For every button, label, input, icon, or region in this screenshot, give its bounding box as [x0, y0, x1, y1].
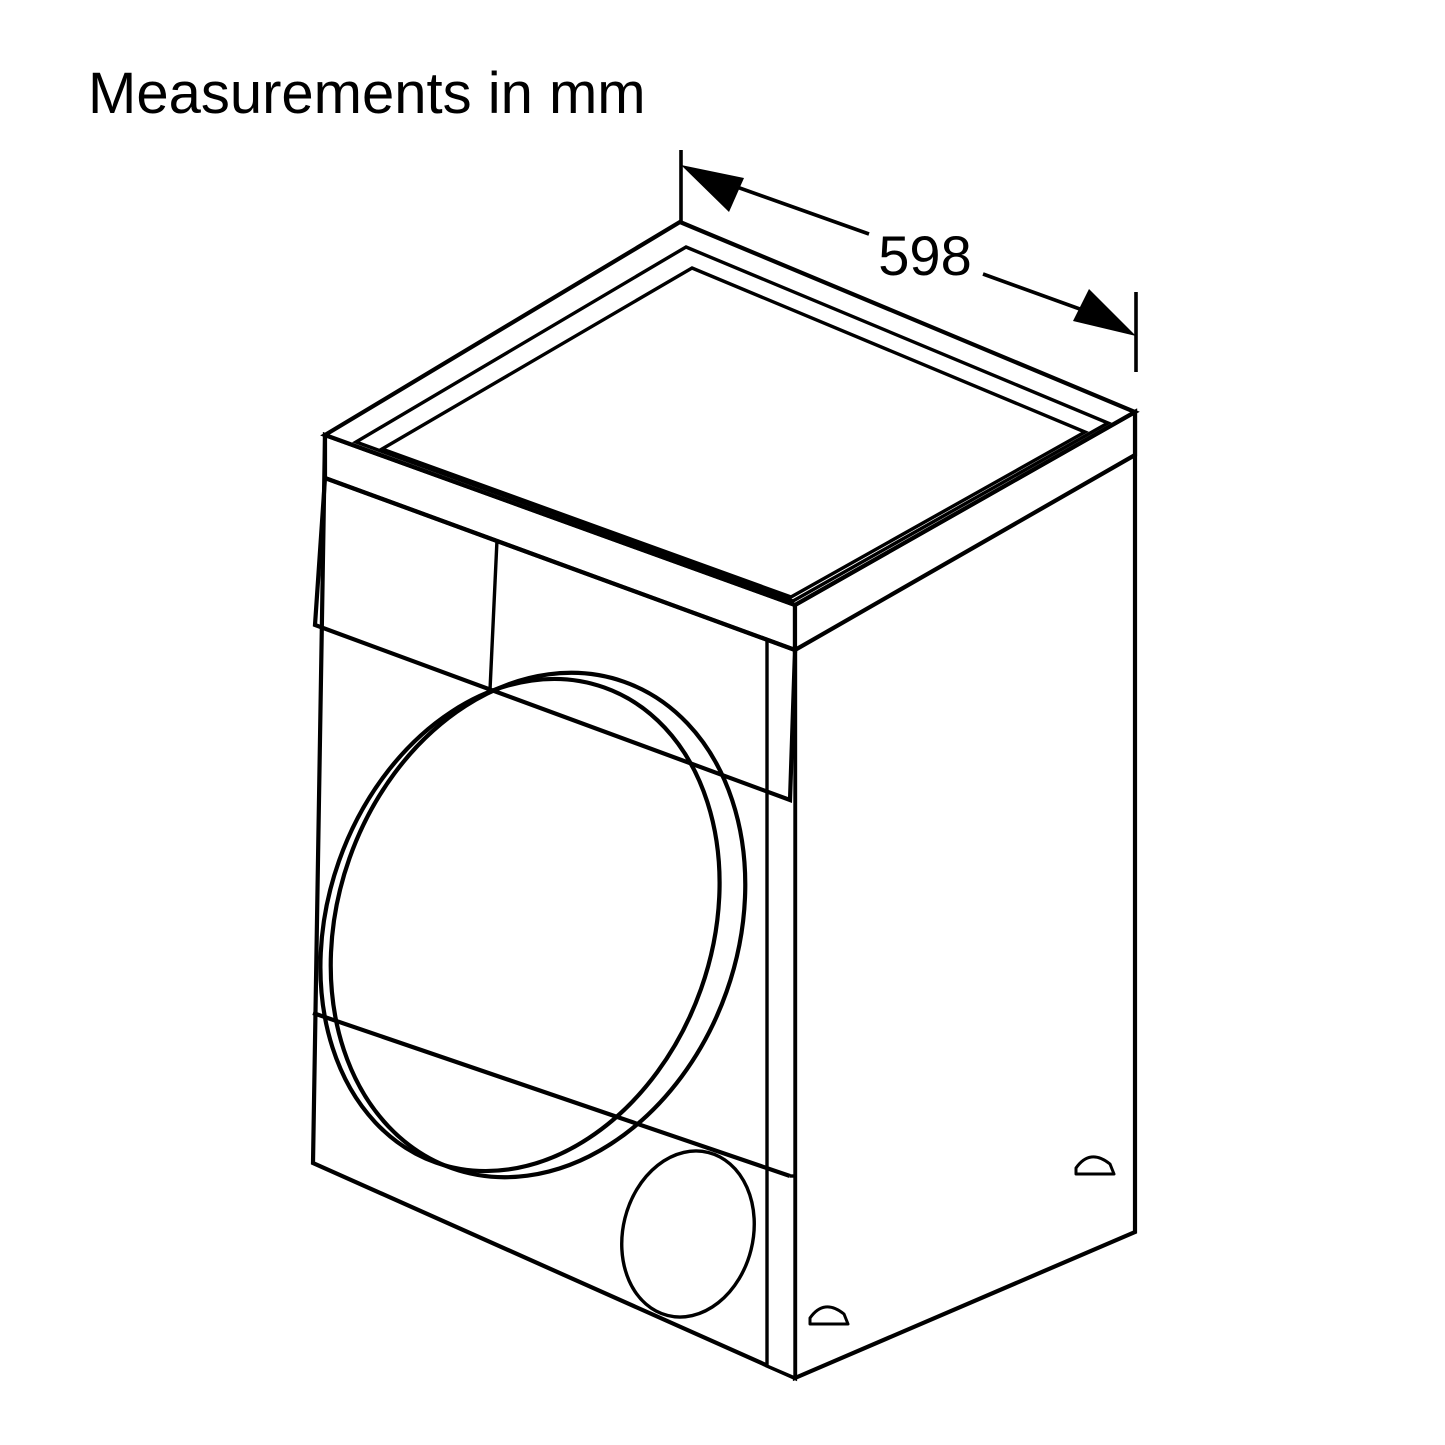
- control-panel: [312, 475, 798, 803]
- top-panel-inset-groove-outer: [352, 245, 1112, 603]
- foot-rear: [1074, 1155, 1116, 1176]
- top-panel-surface: [320, 219, 1140, 608]
- door[interactable]: [255, 623, 785, 1226]
- dimension-width-598: 598: [679, 150, 1138, 372]
- dimension-arrow-left: [681, 165, 744, 212]
- control-panel-divider: [488, 539, 499, 691]
- filter-cover[interactable]: [605, 1137, 772, 1331]
- top-panel-inset-groove-inner: [378, 266, 1089, 599]
- plinth-separator-line: [312, 1011, 791, 1178]
- appliance-body: [255, 219, 1140, 1382]
- dimension-arrow-right: [1073, 289, 1136, 336]
- foot-front: [808, 1305, 850, 1326]
- dimension-value-label: 598: [878, 224, 971, 287]
- page-title: Measurements in mm: [88, 61, 646, 126]
